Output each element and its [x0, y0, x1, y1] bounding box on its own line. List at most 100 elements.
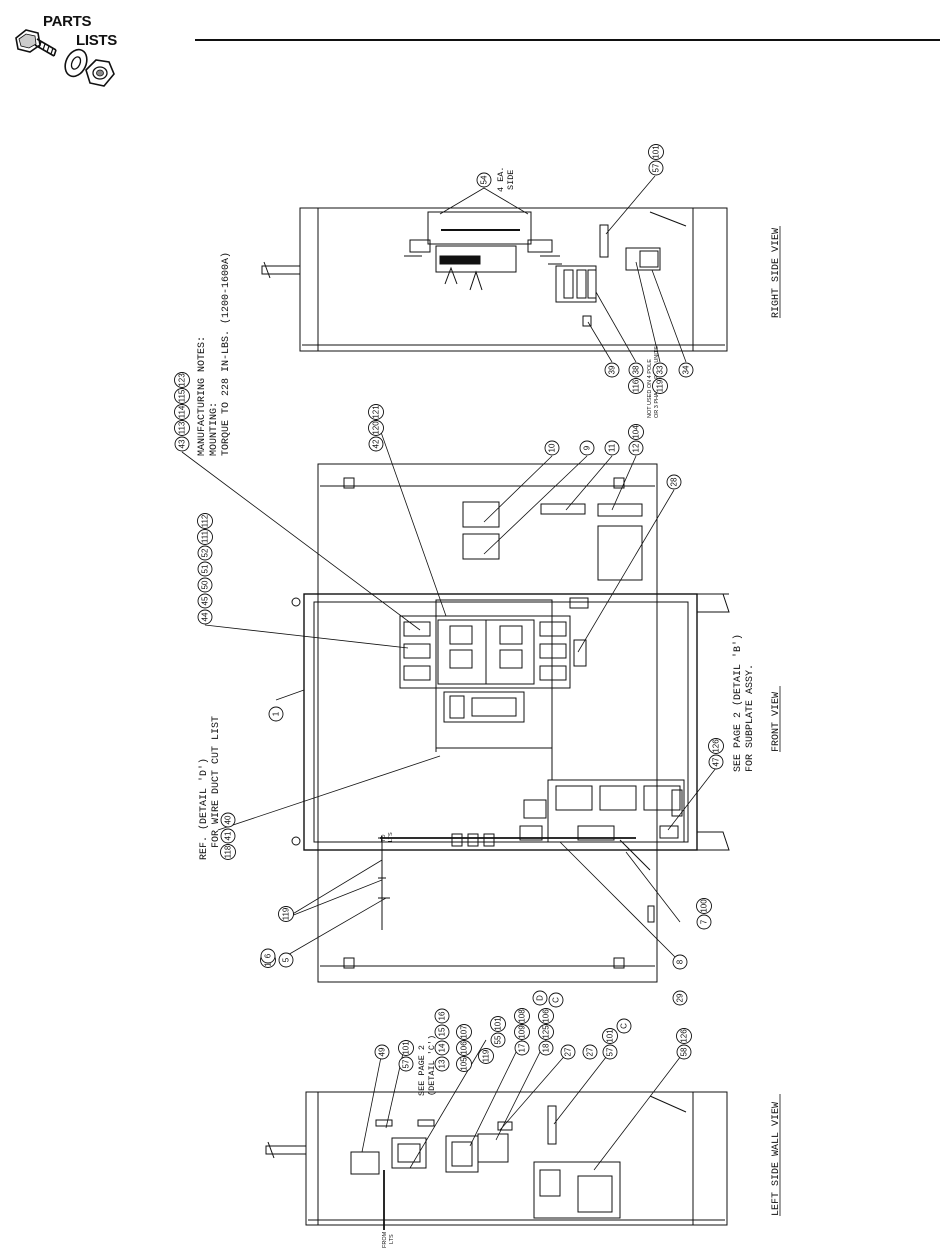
svg-text:123: 123 — [178, 373, 187, 387]
callout-29: 29 — [672, 990, 688, 1006]
callout-120: 120 — [368, 420, 384, 436]
svg-text:109: 109 — [518, 1025, 527, 1039]
callout-101: 101 — [602, 1028, 618, 1044]
svg-text:100: 100 — [700, 899, 709, 913]
svg-text:8: 8 — [676, 959, 685, 964]
callout-121: 121 — [368, 404, 384, 420]
svg-text:52: 52 — [201, 548, 210, 557]
callout-118: 118 — [220, 844, 236, 860]
svg-text:57: 57 — [652, 163, 661, 172]
hardware-icon — [15, 29, 115, 87]
callout-119: 119 — [478, 1048, 494, 1064]
four-each-note: 4 EA. — [496, 166, 506, 192]
detail-c-note: (DETAIL 'C') — [427, 1035, 437, 1096]
svg-text:101: 101 — [494, 1017, 503, 1031]
svg-text:C: C — [620, 1023, 629, 1029]
svg-text:D: D — [536, 995, 545, 1001]
svg-text:116: 116 — [632, 379, 641, 392]
callout-106: 106 — [456, 1040, 472, 1056]
svg-text:119: 119 — [482, 1049, 491, 1062]
callout-D: D — [532, 990, 548, 1006]
callout-52: 52 — [197, 545, 213, 561]
svg-text:115: 115 — [178, 389, 187, 402]
svg-text:29: 29 — [676, 993, 685, 1002]
svg-text:34: 34 — [682, 365, 691, 374]
svg-text:13: 13 — [438, 1059, 447, 1068]
callout-113: 113 — [174, 420, 190, 436]
svg-text:10: 10 — [548, 443, 557, 452]
svg-text:27: 27 — [564, 1047, 573, 1056]
callout-107: 107 — [456, 1024, 472, 1040]
svg-text:15: 15 — [438, 1027, 447, 1036]
not-used-note-1: NOT USED ON 4 POLE — [647, 359, 653, 418]
callout-126: 126 — [676, 1028, 692, 1044]
callout-7: 7 — [696, 914, 712, 930]
svg-text:11: 11 — [608, 443, 617, 452]
logo-word-lists: LISTS — [76, 32, 118, 49]
callout-27: 27 — [582, 1044, 598, 1060]
logo-word-parts: PARTS — [43, 13, 92, 30]
svg-text:38: 38 — [632, 365, 641, 374]
callout-39: 39 — [604, 362, 620, 378]
svg-text:45: 45 — [201, 596, 210, 605]
svg-text:114: 114 — [178, 405, 187, 418]
callout-17: 17 — [514, 1040, 530, 1056]
ref-detail-d-note: REF. (DETAIL 'D') — [198, 758, 210, 860]
svg-text:58: 58 — [680, 1047, 689, 1056]
svg-text:125: 125 — [542, 1025, 551, 1039]
svg-text:6: 6 — [264, 953, 273, 958]
svg-text:C: C — [552, 997, 561, 1003]
callout-50: 50 — [197, 577, 213, 593]
callout-116: 116 — [628, 378, 644, 394]
callout-18: 18 — [538, 1040, 554, 1056]
callout-C: C — [616, 1018, 632, 1034]
svg-text:41: 41 — [224, 831, 233, 840]
svg-text:9: 9 — [583, 445, 592, 450]
svg-text:112: 112 — [201, 514, 210, 527]
callout-16: 16 — [434, 1008, 450, 1024]
callout-15: 15 — [434, 1024, 450, 1040]
callout-108: 108 — [514, 1008, 530, 1024]
from-lts-label-2: LTS — [389, 1234, 395, 1244]
callout-115: 115 — [174, 388, 190, 404]
svg-text:28: 28 — [670, 477, 679, 486]
left-side-wall-view-label: LEFT SIDE WALL VIEW — [771, 1102, 782, 1216]
see-page2-detail-b-note: SEE PAGE 2 (DETAIL 'B') — [732, 634, 744, 772]
callout-125: 125 — [538, 1024, 554, 1040]
subplate-note: FOR SUBPLATE ASSY. — [745, 664, 756, 772]
svg-text:50: 50 — [201, 580, 210, 589]
mounting-note: MOUNTING: — [209, 402, 220, 456]
svg-text:17: 17 — [518, 1043, 527, 1052]
callout-40: 40 — [220, 812, 236, 828]
callout-106: 106 — [538, 1008, 554, 1024]
svg-text:104: 104 — [632, 425, 641, 439]
left-side-wall-view-drawing — [265, 1091, 728, 1230]
svg-text:51: 51 — [201, 564, 210, 573]
svg-text:101: 101 — [402, 1041, 411, 1055]
front-view-label: FRONT VIEW — [771, 692, 782, 752]
svg-text:111: 111 — [201, 530, 210, 543]
svg-text:126: 126 — [680, 1029, 689, 1043]
callout-33: 33 — [652, 362, 668, 378]
callout-C: C — [548, 992, 564, 1008]
svg-text:44: 44 — [201, 612, 210, 621]
svg-text:118: 118 — [224, 845, 233, 858]
svg-text:39: 39 — [608, 365, 617, 374]
svg-text:1: 1 — [272, 711, 281, 716]
to-lts-label: TO — [381, 834, 387, 842]
wire-duct-note: FOR WIRE DUCT CUT LIST — [211, 716, 222, 848]
callout-5: 5 — [278, 952, 294, 968]
callout-57: 57 — [398, 1056, 414, 1072]
callout-119: 119 — [652, 378, 668, 394]
callout-27: 27 — [560, 1044, 576, 1060]
callout-57: 57 — [648, 160, 664, 176]
callout-47: 47 — [708, 754, 724, 770]
callout-126: 126 — [708, 738, 724, 754]
svg-text:55: 55 — [494, 1035, 503, 1044]
svg-text:5: 5 — [282, 957, 291, 962]
right-side-view-label: RIGHT SIDE VIEW — [771, 228, 782, 318]
callout-104: 104 — [628, 424, 644, 440]
svg-text:101: 101 — [606, 1029, 615, 1043]
callout-8: 8 — [672, 954, 688, 970]
